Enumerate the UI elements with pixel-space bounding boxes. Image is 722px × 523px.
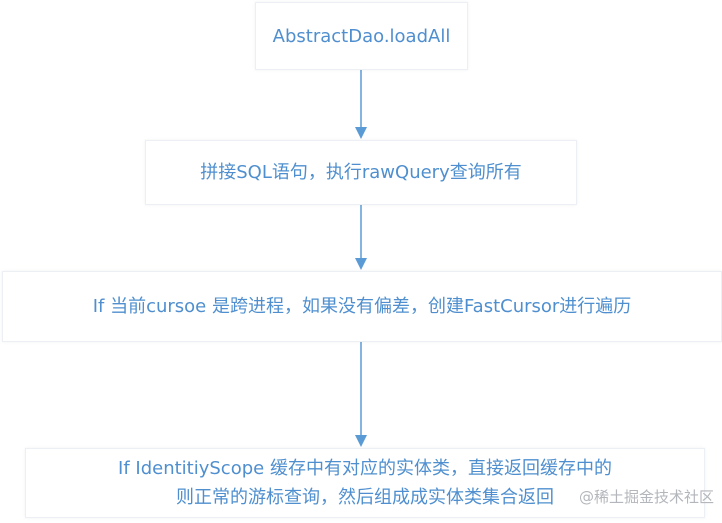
step-cursor-check: If 当前cursoe 是跨进程，如果没有偏差，创建FastCursor进行遍历: [2, 271, 722, 342]
watermark: @稀土掘金技术社区: [578, 488, 714, 506]
step-load-all: AbstractDao.loadAll: [255, 2, 468, 70]
step-text: If 当前cursoe 是跨进程，如果没有偏差，创建FastCursor进行遍历: [92, 296, 632, 317]
step-identity-scope: If IdentitiyScope 缓存中有对应的实体类，直接返回缓存中的 则正…: [25, 448, 705, 518]
step-text-line1: If IdentitiyScope 缓存中有对应的实体类，直接返回缓存中的: [118, 458, 612, 479]
step-text-line2: 则正常的游标查询，然后组成成实体类集合返回: [176, 487, 554, 508]
step-text: AbstractDao.loadAll: [272, 25, 451, 47]
step-text: 拼接SQL语句，执行rawQuery查询所有: [200, 162, 522, 183]
step-build-sql: 拼接SQL语句，执行rawQuery查询所有: [145, 140, 577, 205]
